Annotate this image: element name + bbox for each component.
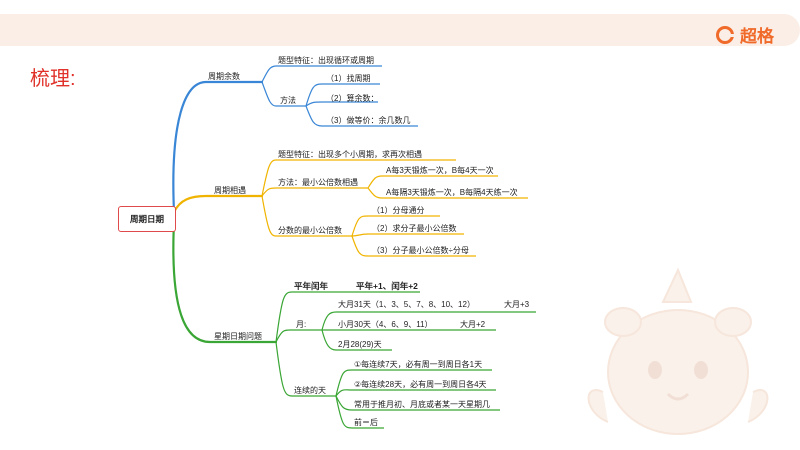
method-item: A每隔3天锻炼一次，B每隔4天练一次 xyxy=(386,188,518,197)
branch-line-cycle-meet xyxy=(172,194,264,214)
slide-label: 梳理: xyxy=(30,68,76,90)
month-item: 2月28(29)天 xyxy=(338,340,382,349)
days-item: ②每连续28天，必有周一到周日各4天 xyxy=(354,380,487,389)
days-label: 连续的天 xyxy=(294,386,326,395)
method-item: （3）做等价：余几数几 xyxy=(326,116,411,125)
branch-feature: 题型特征：出现循环或周期 xyxy=(278,56,374,65)
brand-g-icon xyxy=(716,25,735,44)
lcm-label: 分数的最小公倍数 xyxy=(278,226,342,235)
method-item: （1）找周期 xyxy=(326,74,371,83)
days-item: 前＝后 xyxy=(354,418,378,427)
year-rule: 平年+1、闰年+2 xyxy=(356,281,418,291)
branch-method-label: 方法：最小公倍数相遇 xyxy=(278,178,358,187)
unicorn-mascot-icon xyxy=(587,267,769,435)
branch-label: 周期余数 xyxy=(208,72,240,81)
brand-name: 超格 xyxy=(740,27,774,46)
mindmap-panel xyxy=(116,48,536,436)
days-item: ①每连续7天，必有周一到周日各1天 xyxy=(354,360,483,369)
year-label: 平年闰年 xyxy=(294,281,329,291)
branch-label: 星期日期问题 xyxy=(214,332,262,341)
lcm-item: （3）分子最小公倍数÷分母 xyxy=(372,246,469,255)
brand-logo: 超格 xyxy=(716,22,774,47)
branch-line-cycle-remainder xyxy=(172,80,264,214)
method-item: （2）算余数： xyxy=(326,94,379,103)
lcm-item: （1）分母通分 xyxy=(372,206,425,215)
mindmap-root: 周期日期 xyxy=(118,206,176,232)
top-banner xyxy=(0,14,800,46)
days-item: 常用于推月初、月底或者某一天星期几 xyxy=(354,400,490,409)
month-rule: 大月+2 xyxy=(460,320,486,329)
branch-feature: 题型特征：出现多个小周期，求再次相遇 xyxy=(278,150,422,159)
month-item: 小月30天（4、6、9、11） xyxy=(338,320,433,329)
branch-method-label: 方法 xyxy=(280,96,296,105)
month-label: 月: xyxy=(296,320,307,329)
branch-label: 周期相遇 xyxy=(214,186,246,195)
branch-line-weekday xyxy=(172,220,278,344)
method-item: A每3天锻炼一次，B每4天一次 xyxy=(386,166,494,175)
month-item: 大月31天（1、3、5、7、8、10、12） xyxy=(338,300,475,309)
lcm-item: （2）求分子最小公倍数 xyxy=(372,224,457,233)
month-rule: 大月+3 xyxy=(504,300,530,309)
